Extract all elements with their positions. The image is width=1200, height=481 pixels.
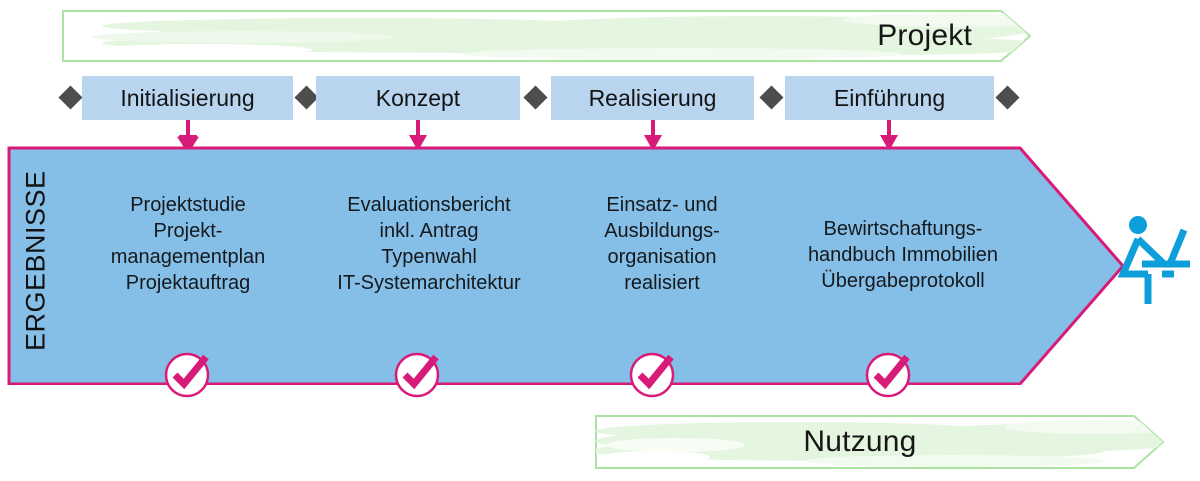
check-circle-icon-2[interactable] [628, 347, 680, 399]
diamond-marker-1 [294, 85, 319, 110]
results-column-3: Bewirtschaftungs- handbuch Immobilien Üb… [780, 216, 1026, 294]
phase-label-initialisierung: Initialisierung [120, 84, 255, 111]
results-line: Übergabeprotokoll [821, 270, 985, 292]
results-line: IT-Systemarchitektur [337, 272, 521, 294]
results-column-0: Projektstudie Projekt- managementplan Pr… [88, 192, 288, 296]
phase-box-realisierung[interactable]: Realisierung [551, 76, 754, 120]
results-line: organisation [607, 246, 717, 268]
results-arrow-shape [7, 146, 1125, 385]
results-line: Typenwahl [381, 246, 477, 268]
banner-projekt-label: Projekt [877, 19, 972, 52]
results-line: Evaluationsbericht [347, 194, 511, 216]
check-circle-icon-0[interactable] [163, 347, 215, 399]
results-line: Projektauftrag [125, 272, 251, 294]
results-line: managementplan [110, 246, 266, 268]
phase-label-einfuehrung: Einführung [833, 84, 946, 111]
banner-projekt-shape [62, 10, 1032, 62]
diamond-marker-3 [759, 85, 784, 110]
results-line: Einsatz- und [606, 194, 718, 216]
results-column-1: Evaluationsbericht inkl. Antrag Typenwah… [318, 192, 540, 296]
arrow-down-icon-1 [407, 120, 429, 152]
person-at-desk-icon [1117, 212, 1194, 308]
banner-projekt: Projekt [62, 10, 1032, 62]
banner-nutzung-label: Nutzung [803, 425, 917, 458]
phase-box-initialisierung[interactable]: Initialisierung [82, 76, 293, 120]
diamond-marker-0 [58, 85, 83, 110]
phase-box-einfuehrung[interactable]: Einführung [785, 76, 994, 120]
results-column-2: Einsatz- und Ausbildungs- organisation r… [572, 192, 752, 296]
check-circle-icon-1[interactable] [393, 347, 445, 399]
phase-box-konzept[interactable]: Konzept [316, 76, 520, 120]
results-line: realisiert [624, 272, 700, 294]
results-line: inkl. Antrag [379, 220, 479, 242]
results-line: handbuch Immobilien [807, 244, 999, 266]
phase-label-konzept: Konzept [375, 84, 461, 111]
results-line: Ausbildungs- [604, 220, 720, 242]
arrow-down-icon-2 [642, 120, 664, 152]
phase-label-realisierung: Realisierung [588, 84, 717, 111]
banner-nutzung: Nutzung [595, 415, 1165, 469]
arrow-down-icon-3 [878, 120, 900, 152]
check-circle-icon-3[interactable] [864, 347, 916, 399]
diamond-marker-2 [523, 85, 548, 110]
results-line: Projekt- [153, 220, 223, 242]
results-line: Projektstudie [130, 194, 246, 216]
diamond-marker-4 [995, 85, 1020, 110]
results-line: Bewirtschaftungs- [823, 218, 983, 240]
banner-nutzung-shape [595, 415, 1165, 469]
results-axis-label: ERGEBNISSE [20, 170, 51, 352]
